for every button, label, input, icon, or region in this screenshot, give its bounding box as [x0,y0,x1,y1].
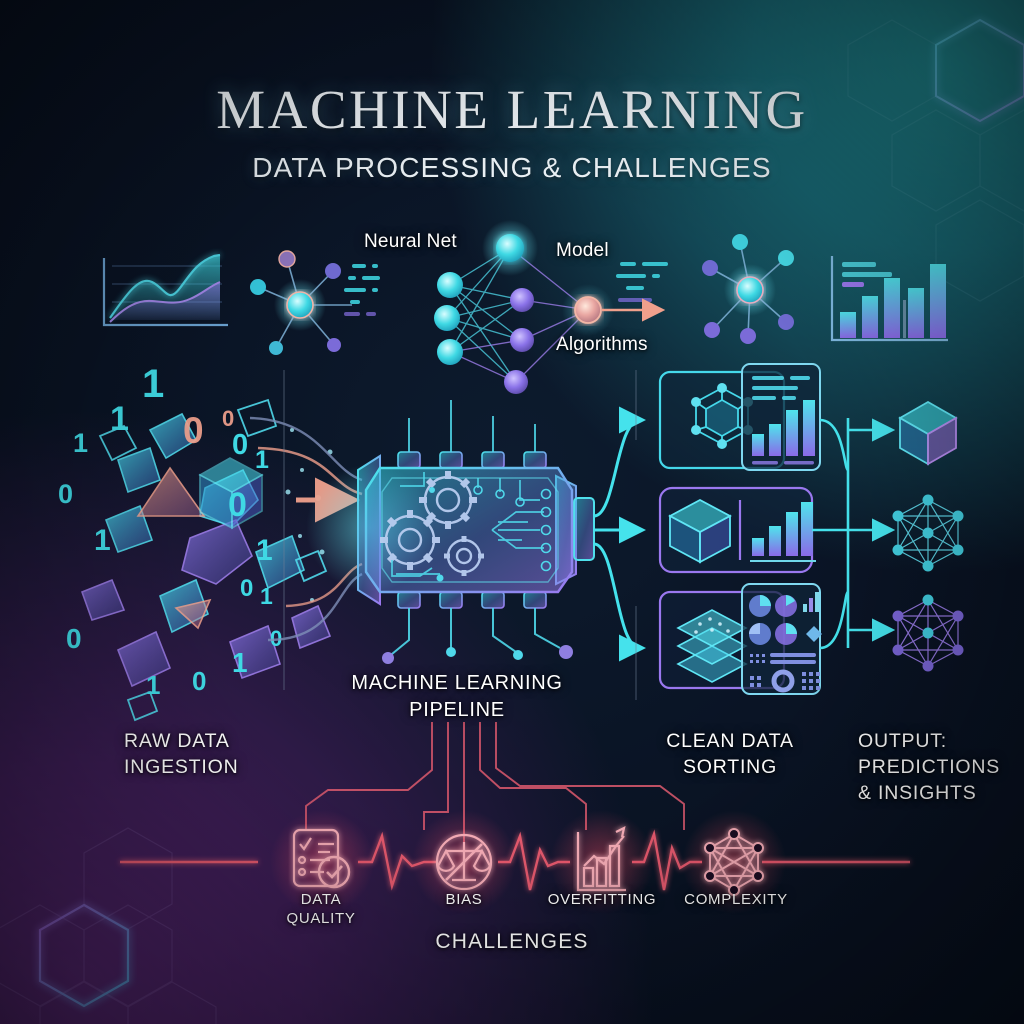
svg-text:1: 1 [110,400,129,438]
bar-chart-icon [830,256,948,342]
neural-network-diagram [434,220,666,394]
challenges-connector-lines [305,722,685,860]
cube-3d-icon [198,457,264,530]
svg-text:1: 1 [256,534,273,567]
raw-data-shapes: 1 1 1 0 1 0 1 0 1 0 1 0 1 1 0 0 0 0 [58,362,333,722]
challenges-heading: CHALLENGES [0,930,1024,954]
output-icons [892,400,964,672]
label-pipeline-line1: MACHINE LEARNING [332,670,582,697]
label-pipeline-line2: PIPELINE [332,697,582,724]
network-hex-icon [704,828,764,896]
svg-text:0: 0 [228,486,247,524]
challenge-label-line1: BIAS [404,890,524,909]
challenge-label-line1: COMPLEXITY [660,890,812,909]
star-network-icon [250,250,352,355]
bar-chart-icon [750,502,816,562]
svg-text:0: 0 [240,575,253,602]
svg-text:0: 0 [66,623,82,654]
challenge-label-line2: QUALITY [256,909,386,928]
bar-chart-trend-icon [576,825,626,892]
clean-data-card [658,363,821,471]
guide-lines [283,370,637,700]
svg-text:1: 1 [73,428,88,458]
svg-text:0: 0 [270,626,282,651]
scales-crossed-icon [435,833,493,891]
label-clean-data-sorting: CLEAN DATA SORTING [664,728,796,780]
graph-nodes-cyan-icon [892,494,964,572]
challenge-label-overfitting: OVERFITTING [524,890,680,909]
label-algorithms: Algorithms [556,334,648,356]
svg-text:0: 0 [232,429,248,461]
cube-3d-icon [898,400,958,466]
challenge-icons [270,810,786,914]
challenge-label-complexity: COMPLEXITY [660,890,812,909]
svg-text:1: 1 [142,362,164,406]
challenge-label-bias: BIAS [404,890,524,909]
page-subtitle: DATA PROCESSING & CHALLENGES [0,152,1024,184]
pipeline-output-arrows [593,406,646,662]
label-model: Model [556,240,609,262]
svg-text:1: 1 [260,583,273,609]
page-title: MACHINE LEARNING [0,78,1024,141]
label-output-line3: & INSIGHTS [858,780,1024,806]
clean-data-cards [658,363,822,695]
svg-text:1: 1 [94,524,111,557]
challenge-label-line1: OVERFITTING [524,890,680,909]
gears-circuit-icon [380,471,484,576]
svg-text:0: 0 [192,666,206,696]
label-output-line1: OUTPUT: [858,728,1024,754]
label-neural-net: Neural Net [364,231,457,253]
svg-text:0: 0 [222,406,234,431]
star-network-icon [702,234,794,344]
label-clean-data-line2: SORTING [664,754,796,780]
cube-3d-icon [668,498,732,564]
ml-pipeline-machine [357,400,595,664]
challenge-label-line1: DATA [256,890,386,909]
label-output: OUTPUT: PREDICTIONS & INSIGHTS [858,728,1024,806]
label-output-line2: PREDICTIONS [858,754,1024,780]
svg-text:0: 0 [58,479,73,509]
label-raw-data-line2: INGESTION [124,754,238,780]
document-bar-chart-icon [741,363,821,471]
dashboard-pie-icon [741,583,822,695]
label-raw-data-ingestion: RAW DATA INGESTION [124,728,238,780]
clipboard-check-icon [292,828,351,889]
svg-text:0: 0 [183,410,204,451]
area-chart-icon [102,253,228,327]
label-ml-pipeline: MACHINE LEARNING PIPELINE [332,670,582,724]
challenge-label-data-quality: DATA QUALITY [256,890,386,928]
clean-data-card [658,486,816,574]
graph-nodes-purple-icon [892,594,964,672]
svg-text:1: 1 [232,647,248,678]
output-bus-arrows [812,418,896,650]
label-clean-data-line1: CLEAN DATA [664,728,796,754]
svg-text:1: 1 [146,670,160,700]
svg-text:1: 1 [255,446,269,474]
clean-data-card [658,583,822,695]
label-raw-data-line1: RAW DATA [124,728,238,754]
